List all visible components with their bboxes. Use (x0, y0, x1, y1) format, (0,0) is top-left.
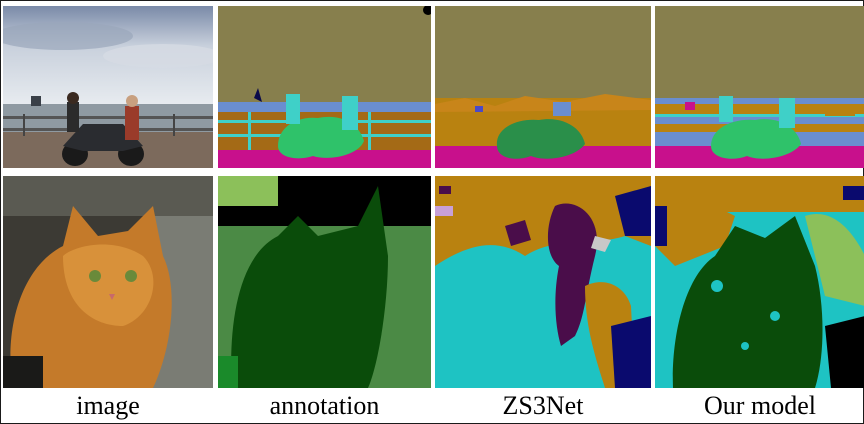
caption-zs3net: ZS3Net (502, 391, 584, 420)
cat-zs3net (435, 176, 651, 388)
motorbike-photo (3, 6, 213, 168)
motorbike-zs3net (435, 6, 651, 168)
caption-our-model: Our model (704, 391, 816, 420)
cat-photo (3, 176, 213, 388)
caption-annotation: annotation (269, 391, 380, 420)
motorbike-annotation (218, 6, 431, 168)
motorbike-our-model (655, 6, 864, 168)
caption-image: image (76, 391, 140, 420)
cat-annotation (218, 176, 431, 388)
cat-our-model (655, 176, 864, 388)
